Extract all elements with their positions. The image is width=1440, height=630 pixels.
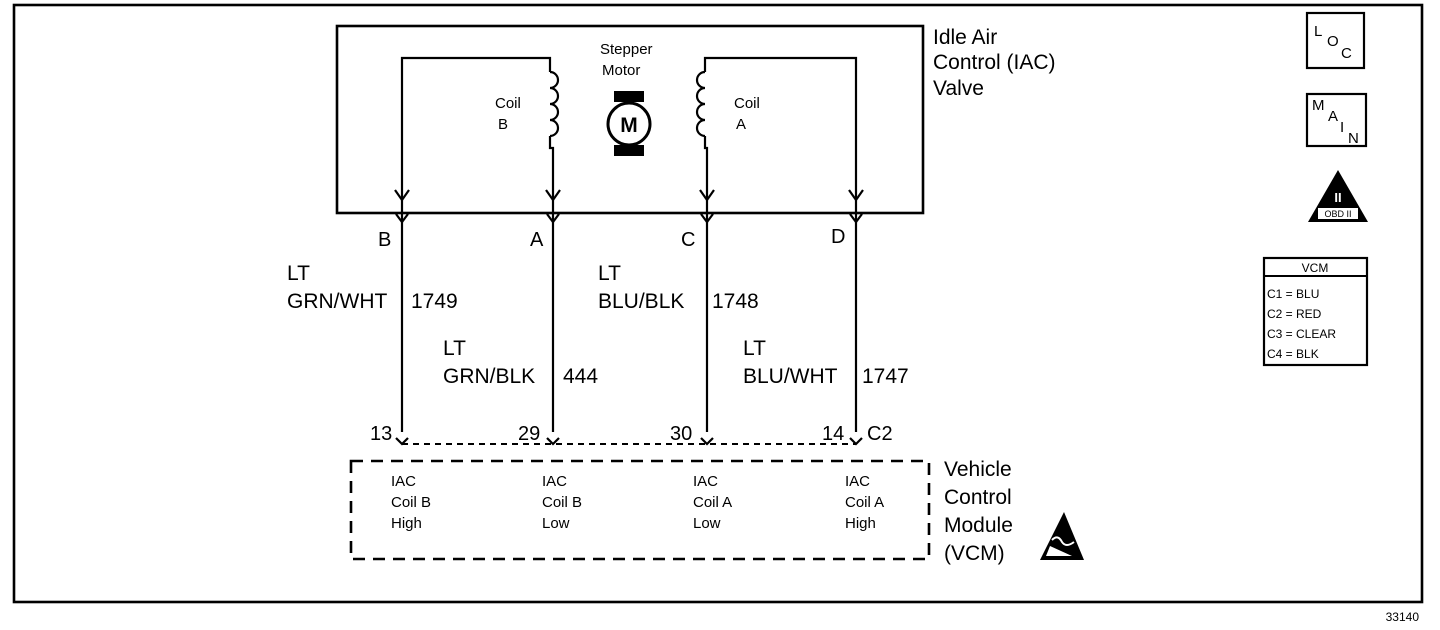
coil-a-letter: A [736, 116, 746, 133]
vcm-pin-29: 29 [518, 423, 540, 445]
loc-icon: L O C [1305, 11, 1366, 70]
terminal-c: C [681, 229, 695, 251]
wire-2-color-1: LT [443, 337, 466, 360]
wire-4-circuit: 1747 [862, 365, 909, 388]
iac-valve-title: Idle Air Control (IAC) Valve [933, 26, 1056, 100]
iac-valve-box [335, 24, 925, 215]
coil-b-circuit: Coil B [400, 56, 560, 200]
vcm-connector-30 [700, 437, 714, 446]
vcm-table-row-c3: C3 = CLEAR [1267, 327, 1336, 341]
coil-b-letter: B [498, 116, 508, 133]
stepper-motor: Stepper Motor M [600, 41, 653, 156]
vcm-pin-13: 13 [370, 423, 392, 445]
motor-symbol: M [620, 114, 638, 137]
svg-text:Low: Low [693, 515, 721, 532]
wire-4-color-1: LT [743, 337, 766, 360]
coil-a-label: Coil [734, 95, 760, 112]
terminal-d: D [831, 226, 845, 248]
coil-a-circuit: Coil A [695, 56, 858, 200]
vcm-pin-30: 30 [670, 423, 692, 445]
svg-text:M: M [1312, 97, 1325, 114]
svg-text:(VCM): (VCM) [944, 542, 1005, 565]
svg-text:II: II [1334, 190, 1341, 205]
svg-text:IAC: IAC [845, 473, 870, 490]
vcm-pin-numbers: 13 29 30 14 C2 [370, 423, 893, 445]
svg-text:O: O [1327, 33, 1339, 50]
svg-text:Control (IAC): Control (IAC) [933, 51, 1056, 74]
wire-2-color-2: GRN/BLK [443, 365, 535, 388]
arrow-c-top [699, 189, 715, 202]
vcm-table-title: VCM [1302, 261, 1329, 275]
connector-c [700, 213, 714, 224]
svg-text:A: A [1328, 108, 1338, 125]
svg-text:Low: Low [542, 515, 570, 532]
terminal-b: B [378, 229, 391, 251]
arrow-a-top [545, 189, 561, 202]
vcm-connector-label: C2 [867, 423, 893, 445]
svg-text:Idle Air: Idle Air [933, 26, 997, 49]
svg-text:Valve: Valve [933, 77, 984, 100]
svg-text:IAC: IAC [391, 473, 416, 490]
vcm-pin-14: 14 [822, 423, 844, 445]
svg-text:Coil A: Coil A [693, 494, 732, 511]
wire-3-color-1: LT [598, 262, 621, 285]
svg-text:OBD II: OBD II [1324, 209, 1351, 219]
motor-bottom-block [614, 145, 644, 156]
figure-number: 33140 [1386, 610, 1420, 624]
wire-labels: LT GRN/WHT 1749 LT GRN/BLK 444 LT BLU/BL… [287, 262, 909, 388]
vcm-connector-table: VCM C1 = BLU C2 = RED C3 = CLEAR C4 = BL… [1262, 256, 1369, 367]
vcm-table-row-c1: C1 = BLU [1267, 287, 1319, 301]
harness-wires [394, 189, 864, 446]
diagram-frame [12, 3, 1424, 604]
svg-text:High: High [391, 515, 422, 532]
terminal-a: A [530, 229, 544, 251]
svg-text:High: High [845, 515, 876, 532]
wire-1-circuit: 1749 [411, 290, 458, 313]
wire-3-color-2: BLU/BLK [598, 290, 684, 313]
vcm-circuits: IAC Coil B High IAC Coil B Low IAC Coil … [391, 473, 884, 532]
svg-text:I: I [1340, 119, 1344, 136]
svg-text:IAC: IAC [542, 473, 567, 490]
arrow-b-top [394, 189, 410, 202]
connector-a [546, 213, 560, 224]
esd-warning-icon [1040, 512, 1084, 560]
motor-icon [606, 101, 652, 147]
svg-text:C: C [1341, 45, 1352, 62]
arrow-d-top [848, 189, 864, 202]
svg-text:Coil A: Coil A [845, 494, 884, 511]
svg-text:Module: Module [944, 514, 1013, 537]
svg-text:Vehicle: Vehicle [944, 458, 1012, 481]
svg-text:Coil B: Coil B [391, 494, 431, 511]
wire-1-color-1: LT [287, 262, 310, 285]
connector-d [849, 213, 863, 224]
stepper-label-2: Motor [602, 62, 640, 79]
connector-b [395, 213, 409, 224]
svg-text:Control: Control [944, 486, 1012, 509]
motor-top-block [614, 91, 644, 102]
obd-ii-icon: II OBD II [1308, 170, 1368, 222]
vcm-table-row-c2: C2 = RED [1267, 307, 1322, 321]
main-icon: M A I N [1305, 92, 1368, 148]
wire-2-circuit: 444 [563, 365, 598, 388]
valve-terminals: B A C D [378, 226, 845, 251]
vcm-module-box [349, 459, 931, 561]
coil-b-label: Coil [495, 95, 521, 112]
svg-text:Coil B: Coil B [542, 494, 582, 511]
wire-4-color-2: BLU/WHT [743, 365, 838, 388]
wire-1-color-2: GRN/WHT [287, 290, 387, 313]
stepper-label-1: Stepper [600, 41, 653, 58]
svg-text:N: N [1348, 130, 1359, 147]
vcm-module-title: Vehicle Control Module (VCM) [944, 458, 1013, 565]
svg-text:IAC: IAC [693, 473, 718, 490]
vcm-connector-29 [546, 437, 560, 446]
wire-3-circuit: 1748 [712, 290, 759, 313]
svg-text:L: L [1314, 23, 1322, 40]
vcm-table-row-c4: C4 = BLK [1267, 347, 1319, 361]
